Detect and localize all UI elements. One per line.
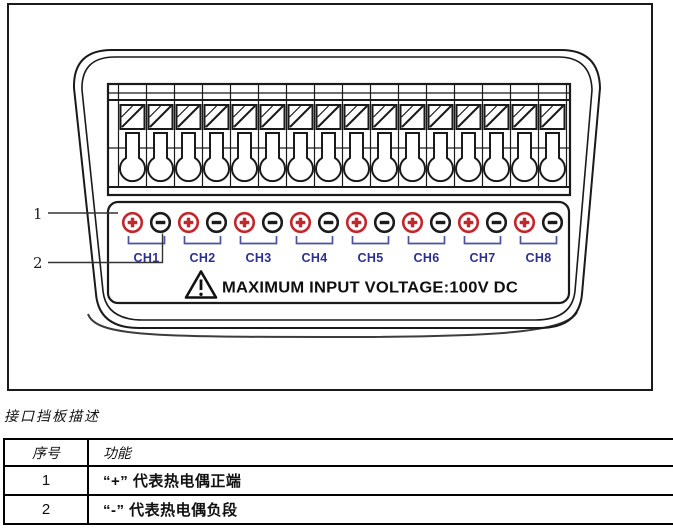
wire-clamp [483,132,510,183]
terminal-negative [205,211,228,234]
wire-clamp [119,132,146,183]
terminal-negative [317,211,340,234]
device-outline-inner [81,56,593,321]
terminal-positive [401,211,424,234]
row-no: 2 [5,496,89,523]
terminal-negative [149,211,172,234]
channel-bracket [183,236,222,245]
terminal-positive [177,211,200,234]
header-no: 序号 [5,440,89,465]
channel-bracket [519,236,558,245]
channel-label: CH7 [470,251,496,265]
wire-clamp [343,132,370,183]
warning-triangle-icon [184,270,218,299]
exclamation-dot [199,292,203,296]
leader-2-line [48,233,164,264]
channel-bracket [127,236,166,245]
channel-label: CH8 [526,251,552,265]
channel-bracket [463,236,502,245]
channel-bracket [351,236,390,245]
terminal-positive [457,211,480,234]
channel-label: CH2 [190,251,216,265]
channel-label: CH1 [134,251,160,265]
terminal-negative [485,211,508,234]
wire-clamp [371,132,398,183]
wire-clamp [175,132,202,183]
terminal-positive [121,211,144,234]
leader-2-label: 2 [33,254,43,272]
wire-clamp [231,132,258,183]
row-function: “-” 代表热电偶负段 [103,502,238,519]
table-row: 1 “+” 代表热电偶正端 [5,467,673,496]
figure-caption: 接口挡板描述 [4,409,100,425]
wire-clamp [203,132,230,183]
wire-clamp [455,132,482,183]
terminal-positive [345,211,368,234]
terminal-negative [429,211,452,234]
row-no: 1 [5,467,89,494]
wire-clamp [539,132,566,183]
channel-label: CH3 [246,251,272,265]
channel-bracket [295,236,334,245]
terminal-negative [541,211,564,234]
figure-frame: CH1 CH2 CH3 CH4 CH5 CH6 CH7 CH8 MAXIMUM INPUT V… [7,3,653,391]
base-shadow-line [87,311,578,339]
terminal-panel-diagram: CH1 CH2 CH3 CH4 CH5 CH6 CH7 CH8 MAXIMUM INPUT V… [33,49,602,339]
wire-clamp [259,132,286,183]
leader-1-label: 1 [33,205,43,223]
lower-panel [106,200,571,305]
terminal-positive [289,211,312,234]
terminal-positive [233,211,256,234]
terminal-positive [513,211,536,234]
row-function: “+” 代表热电偶正端 [103,473,242,490]
wire-clamp [315,132,342,183]
warning-text: MAXIMUM INPUT VOLTAGE:100V DC [222,280,518,297]
wire-clamp [511,132,538,183]
description-table: 序号 功能 1 “+” 代表热电偶正端 2 “-” 代表热电偶负段 [3,438,673,525]
channel-bracket [407,236,446,245]
channel-label: CH4 [302,251,328,265]
channel-label: CH5 [358,251,384,265]
table-row: 2 “-” 代表热电偶负段 [5,496,673,523]
terminal-negative [373,211,396,234]
table-header-row: 序号 功能 [5,440,673,467]
channel-label: CH6 [414,251,440,265]
terminal-block [106,82,572,197]
terminal-negative [261,211,284,234]
wire-clamp [147,132,174,183]
wire-clamp [287,132,314,183]
header-function: 功能 [103,445,131,462]
wire-clamp [399,132,426,183]
channel-bracket [239,236,278,245]
wire-clamp [427,132,454,183]
